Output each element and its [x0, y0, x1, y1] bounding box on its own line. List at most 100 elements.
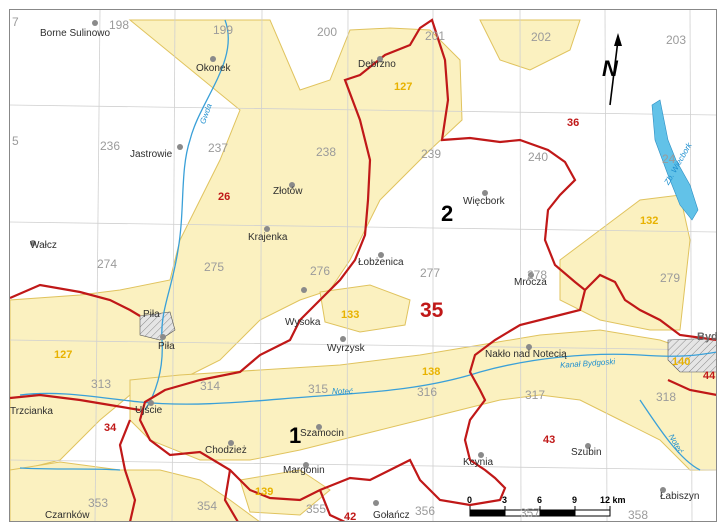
sheet-number: 24 [662, 152, 676, 166]
zone-number: 44 [703, 370, 716, 382]
scale-tick-label: 12 km [600, 495, 626, 505]
sheet-number: 5 [12, 134, 19, 148]
town-label: Gołańcz [373, 510, 410, 521]
sheet-number: 276 [310, 264, 331, 278]
scale-tick-label: 6 [537, 495, 543, 505]
zone-number: 36 [567, 117, 580, 129]
sheet-number: 315 [308, 382, 329, 396]
sheet-number: 201 [425, 29, 446, 43]
gzwp-number: 140 [672, 356, 691, 368]
sheet-number: 203 [666, 33, 687, 47]
boundary-main-35 [138, 18, 587, 507]
sheet-number: 236 [100, 139, 121, 153]
town-dot [478, 452, 484, 458]
sheet-number: 318 [656, 390, 677, 404]
town-label: Margonin [283, 465, 325, 476]
zone-number: 42 [344, 511, 357, 522]
zone-number: 34 [104, 422, 117, 434]
river-notec [19, 351, 717, 405]
town-label: Łobżenica [358, 257, 404, 268]
rivers [19, 19, 717, 471]
scale-tick-label: 0 [467, 495, 473, 505]
sheet-number: 198 [109, 18, 130, 32]
gzwp-number: 132 [640, 215, 659, 227]
gzwp-number: 127 [394, 81, 413, 93]
region-number-main: 35 [420, 299, 444, 322]
town-label: Mrocza [514, 277, 547, 288]
north-label: N [602, 56, 618, 81]
town-label: Łabiszyn [660, 491, 700, 502]
town-dot [340, 336, 346, 342]
sheet-number: 7 [12, 15, 19, 29]
town-label: Trzcianka [10, 406, 53, 417]
town-dot [289, 182, 295, 188]
gzwp-area-133 [319, 284, 411, 333]
town-dot [301, 287, 307, 293]
town-dot [228, 440, 234, 446]
town-dot [528, 272, 534, 278]
gzwp-area-south-139 [239, 469, 331, 516]
town-label: Wysoka [285, 317, 321, 328]
river-south-notec [19, 467, 121, 471]
sheet-number: 357 [520, 506, 541, 520]
north-arrow [609, 33, 622, 106]
town-label: Chodzież [205, 445, 247, 456]
town-dot [264, 226, 270, 232]
town-label: Kcynia [463, 457, 494, 468]
town-dot [148, 400, 154, 406]
town-dot [303, 462, 309, 468]
town-label: Więcbork [463, 196, 505, 207]
town-label: Złotów [273, 186, 303, 197]
scale-tick-label: 9 [572, 495, 578, 505]
sheet-number: 356 [415, 504, 436, 518]
town-label: Jastrowie [130, 149, 173, 160]
river-gwda [144, 19, 229, 411]
sheet-number: 279 [660, 271, 681, 285]
sheet-number: 278 [527, 268, 548, 282]
sheet-number: 237 [208, 141, 229, 155]
sheet-number: 274 [97, 257, 118, 271]
boundary-south [223, 469, 346, 522]
gzwp-area-north-east [479, 19, 581, 71]
sheet-number: 239 [421, 147, 442, 161]
river-label: Noteć [332, 387, 353, 396]
sheet-number: 200 [317, 25, 338, 39]
town-dot [660, 487, 666, 493]
gzwp-area-noteć-band [129, 329, 717, 471]
town-label: Nakło nad Notecią [485, 349, 567, 360]
town-dot [377, 56, 383, 62]
town-label: Dębrzno [358, 59, 396, 70]
town-label: Piła [158, 341, 175, 352]
sheet-number: 313 [91, 377, 112, 391]
town-label: Borne Sulinowo [40, 28, 111, 39]
gzwp-number: 127 [54, 349, 73, 361]
town-dot [160, 334, 166, 340]
sheet-grid [9, 9, 717, 522]
town-label: Piła [143, 309, 160, 320]
town-dot [585, 443, 591, 449]
town-label: Wałcz [30, 240, 57, 251]
town-label: Czarnków [45, 510, 90, 521]
sheet-number: 316 [417, 385, 438, 399]
town-dot [526, 344, 532, 350]
subzone-number-2: 2 [441, 201, 454, 226]
urban-pila [139, 311, 176, 341]
town-dot [378, 252, 384, 258]
sheet-number: 275 [204, 260, 225, 274]
town-dot [92, 20, 98, 26]
sheet-number: 355 [306, 502, 327, 516]
lake-east [651, 99, 699, 221]
town-dot [316, 424, 322, 430]
sheet-number: 240 [528, 150, 549, 164]
gzwp-number: 138 [422, 366, 441, 378]
town-dot [30, 240, 36, 246]
gzwp-area-west-big [9, 19, 463, 471]
sheet-number: 354 [197, 499, 218, 513]
town-label: Byd [697, 331, 717, 343]
town-label: Ujście [135, 405, 163, 416]
sheet-number: 199 [213, 23, 234, 37]
boundary-east [584, 273, 717, 397]
subzone-number-1: 1 [289, 423, 302, 448]
